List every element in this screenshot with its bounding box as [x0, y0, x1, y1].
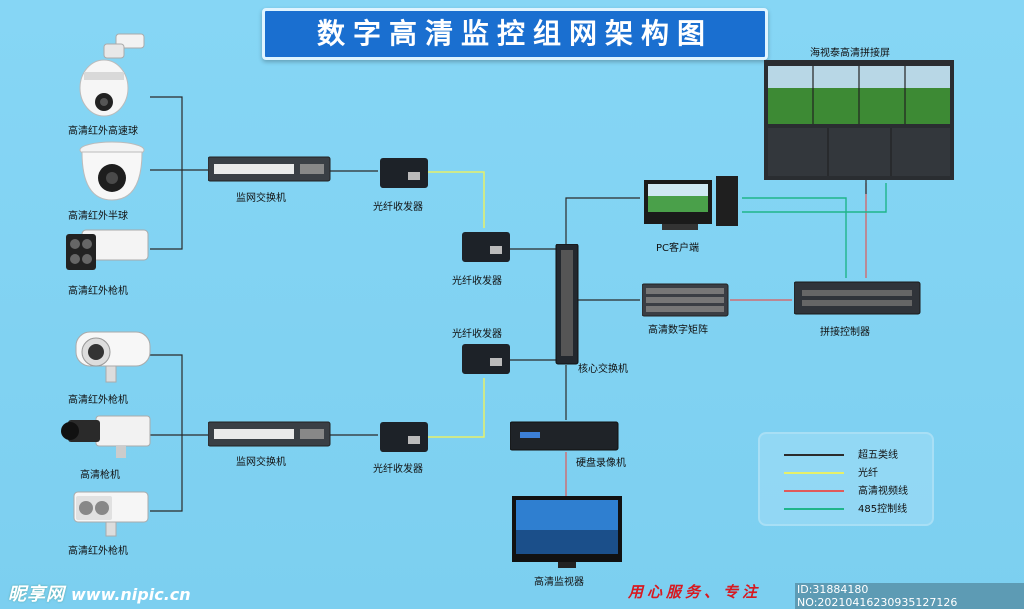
- splice-controller-icon: [794, 281, 921, 315]
- label-fiber-mid-top: 光纤收发器: [452, 276, 502, 287]
- label-switch-top: 监网交换机: [236, 193, 286, 204]
- label-fiber-top-left: 光纤收发器: [373, 202, 423, 213]
- label-box-camera: 高清枪机: [80, 470, 120, 481]
- label-nvr: 硬盘录像机: [576, 458, 626, 469]
- legend-swatch: [784, 508, 844, 510]
- label-matrix: 高清数字矩阵: [648, 325, 708, 336]
- legend-item: 光纤: [784, 464, 878, 479]
- box-camera-icon: [61, 415, 151, 458]
- dome-camera-icon: [79, 141, 145, 201]
- core-switch-icon: [555, 244, 579, 365]
- pc-client-icon: [644, 176, 738, 230]
- bullet-camera-icon: [75, 331, 151, 383]
- switch-icon: [208, 421, 331, 447]
- label-video-wall: 海视泰高清拼接屏: [810, 48, 890, 59]
- legend-item: 485控制线: [784, 500, 907, 515]
- video-matrix-icon: [642, 283, 729, 317]
- monitor-icon: [512, 496, 622, 568]
- legend-swatch: [784, 472, 844, 474]
- legend-swatch: [784, 490, 844, 492]
- label-core-switch: 核心交换机: [578, 364, 628, 375]
- control-line-pc-wall: [742, 183, 887, 213]
- cat5-line-bottom-cameras: [150, 354, 183, 512]
- speed-dome-camera-icon: [79, 33, 145, 117]
- bullet-camera-icon: [73, 491, 149, 537]
- id-text: ID:31884180 NO:20210416230935127126: [795, 583, 1024, 609]
- legend: 超五类线 光纤 高清视频线 485控制线: [758, 432, 934, 526]
- label-speed-dome: 高清红外高速球: [68, 126, 138, 137]
- legend-item: 超五类线: [784, 446, 898, 461]
- legend-swatch: [784, 454, 844, 456]
- fiber-transceiver-icon: [380, 158, 428, 188]
- switch-icon: [208, 156, 331, 182]
- slogan: 用心服务、专注: [628, 583, 762, 601]
- page-title-text: 数字高清监控组网架构图: [316, 17, 713, 50]
- fiber-line-top: [428, 171, 485, 228]
- fiber-transceiver-icon: [462, 232, 510, 262]
- nvr-icon: [510, 421, 619, 451]
- video-wall-icon: [764, 60, 954, 180]
- label-fiber-mid-bottom: 光纤收发器: [452, 329, 502, 340]
- label-fiber-bottom-left: 光纤收发器: [373, 464, 423, 475]
- label-splice-ctrl: 拼接控制器: [820, 327, 870, 338]
- label-switch-bottom: 监网交换机: [236, 457, 286, 468]
- control-line-pc-ctrl: [742, 197, 847, 278]
- fiber-transceiver-icon: [380, 422, 428, 452]
- label-bullet-2: 高清红外枪机: [68, 395, 128, 406]
- label-dome: 高清红外半球: [68, 211, 128, 222]
- cat5-line-core-pc: [565, 197, 640, 245]
- bullet-camera-icon: [66, 229, 149, 270]
- legend-item: 高清视频线: [784, 482, 908, 497]
- label-pc: PC客户端: [656, 243, 700, 254]
- page-title: 数字高清监控组网架构图: [262, 8, 768, 60]
- fiber-transceiver-icon: [462, 344, 510, 374]
- label-bullet-1: 高清红外枪机: [68, 286, 128, 297]
- label-bullet-3: 高清红外枪机: [68, 546, 128, 557]
- label-monitor: 高清监视器: [534, 577, 584, 588]
- fiber-line-bottom: [428, 378, 485, 438]
- cat5-line-top-cameras: [150, 96, 183, 250]
